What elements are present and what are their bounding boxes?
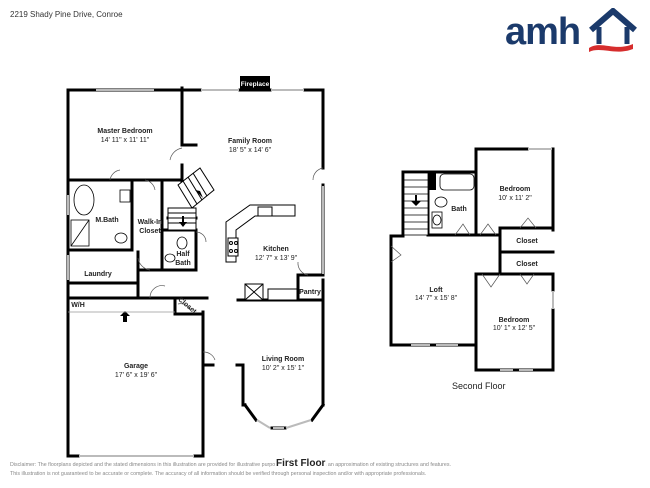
- property-address: 2219 Shady Pine Drive, Conroe: [10, 10, 123, 19]
- fireplace-label: Fireplace: [241, 81, 270, 88]
- svg-text:10' 1" x 12' 5": 10' 1" x 12' 5": [493, 325, 536, 332]
- svg-text:Garage: Garage: [124, 363, 148, 370]
- svg-text:Family Room: Family Room: [228, 138, 272, 145]
- first-floor-label: First Floor: [275, 458, 327, 469]
- svg-text:Master Bedroom: Master Bedroom: [97, 128, 152, 135]
- disclaimer: Disclaimer: The floorplans depicted and …: [10, 461, 650, 479]
- svg-text:Bedroom: Bedroom: [500, 186, 531, 193]
- svg-text:10' x 11' 2": 10' x 11' 2": [498, 195, 532, 202]
- svg-text:Half: Half: [176, 251, 190, 258]
- svg-text:14' 7" x 15' 8": 14' 7" x 15' 8": [415, 295, 458, 302]
- svg-text:Pantry: Pantry: [299, 289, 321, 296]
- fireplace-block: [240, 76, 270, 90]
- svg-text:18' 5" x 14' 6": 18' 5" x 14' 6": [229, 147, 272, 154]
- svg-text:Laundry: Laundry: [84, 271, 112, 278]
- second-floor-label: Second Floor: [452, 381, 506, 391]
- svg-text:Bath: Bath: [175, 260, 191, 267]
- svg-text:14' 11" x 11' 11": 14' 11" x 11' 11": [101, 137, 150, 144]
- svg-text:17' 6" x 19' 6": 17' 6" x 19' 6": [115, 372, 158, 379]
- svg-text:Closet: Closet: [139, 228, 161, 235]
- svg-text:Walk-In: Walk-In: [138, 219, 163, 226]
- svg-text:Closet: Closet: [516, 261, 538, 268]
- logo-text: amh: [505, 11, 581, 53]
- svg-text:10' 2" x 15' 1": 10' 2" x 15' 1": [262, 365, 305, 372]
- svg-text:Bath: Bath: [451, 206, 467, 213]
- svg-text:Bedroom: Bedroom: [499, 317, 530, 324]
- svg-text:W/H: W/H: [71, 302, 85, 309]
- svg-text:12' 7" x 13' 9": 12' 7" x 13' 9": [255, 255, 298, 262]
- house-roof-icon: [589, 8, 637, 52]
- svg-text:M.Bath: M.Bath: [95, 217, 118, 224]
- svg-text:Closet: Closet: [516, 238, 538, 245]
- svg-text:Loft: Loft: [429, 287, 443, 294]
- svg-text:Living Room: Living Room: [262, 356, 304, 363]
- amh-logo: amh: [505, 8, 640, 56]
- disclaimer-line-1: Disclaimer: The floorplans depicted and …: [10, 462, 451, 468]
- disclaimer-line-2: This illustration is not guaranteed to b…: [10, 471, 427, 477]
- svg-text:Kitchen: Kitchen: [263, 246, 289, 253]
